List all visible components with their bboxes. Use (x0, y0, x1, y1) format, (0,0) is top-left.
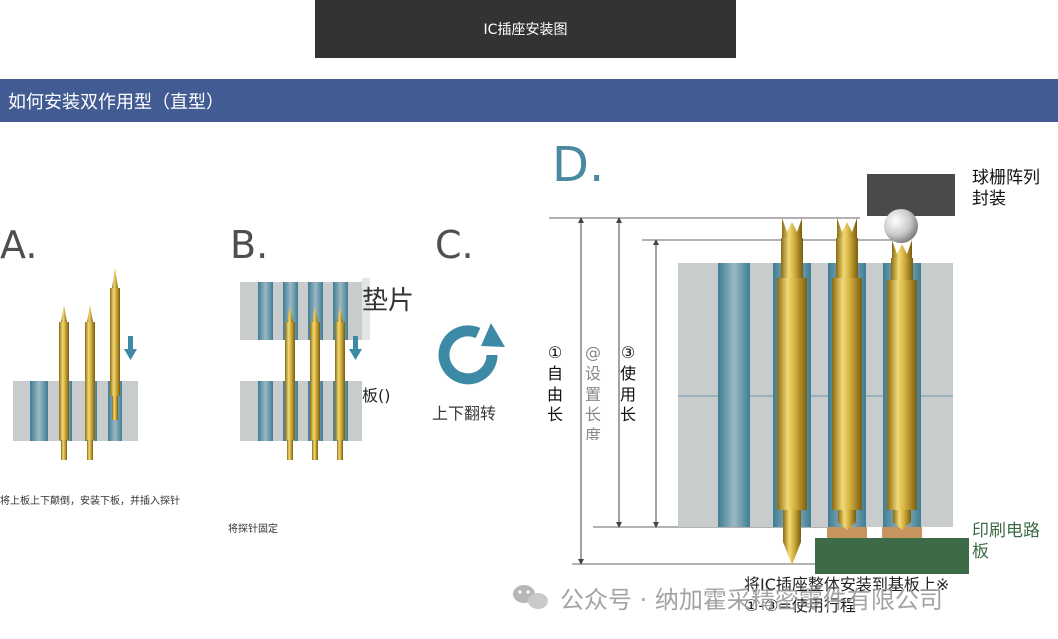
spacer (362, 278, 370, 340)
probe (310, 306, 320, 460)
bga-label: 球栅阵列 封装 (972, 168, 1040, 210)
dim-use-length-label: ③ 使 用 长 (620, 343, 637, 425)
pcb-pad (882, 527, 922, 538)
probe (832, 218, 862, 530)
spacer-label: 垫片 (362, 286, 415, 316)
dim-set-length-label: @ 设 置 长 度 (585, 343, 602, 440)
step-b-caption: 将探针固定 (228, 524, 278, 535)
install-note: 将IC插座整体安装到基板上※ ①-③=使用行程 (744, 575, 950, 615)
bga-package (867, 174, 955, 216)
step-b-letter: B. (230, 223, 269, 267)
step-d-letter: D. (552, 137, 605, 193)
probe (110, 268, 120, 420)
probe (335, 306, 345, 460)
probe (59, 305, 69, 460)
solder-ball (884, 209, 918, 243)
probe (85, 305, 95, 460)
watermark: 公众号 · 纳加霍采精密零件有限公司 (560, 585, 943, 614)
wechat-icon (513, 585, 548, 609)
socket-hole (718, 263, 750, 527)
probe (285, 306, 295, 460)
down-arrow-icon (349, 336, 362, 360)
page-title-tab: IC插座安装图 (315, 0, 736, 58)
step-b-graphic (240, 278, 370, 460)
section-title: 如何安装双作用型（直型） (0, 79, 1058, 122)
flip-label: 上下翻转 (432, 404, 497, 423)
probe (777, 218, 807, 565)
pcb-label: 印刷电路 板 (972, 521, 1040, 563)
step-a-caption: 将上板上下颠倒，安装下板，并插入探针 (0, 496, 180, 507)
flip-icon (438, 323, 505, 385)
pcb-pad (827, 527, 867, 538)
pcb-board (815, 538, 969, 574)
down-arrow-icon (124, 336, 137, 360)
step-c-letter: C. (435, 223, 474, 267)
board-hole (30, 381, 48, 441)
dim-free-length-label: ① 自 由 长 (547, 343, 564, 425)
step-a-letter: A. (0, 223, 38, 267)
step-a-graphic (13, 268, 138, 460)
board-label: 板() (362, 386, 391, 405)
step-d-graphic (549, 174, 969, 574)
probe (887, 240, 917, 530)
